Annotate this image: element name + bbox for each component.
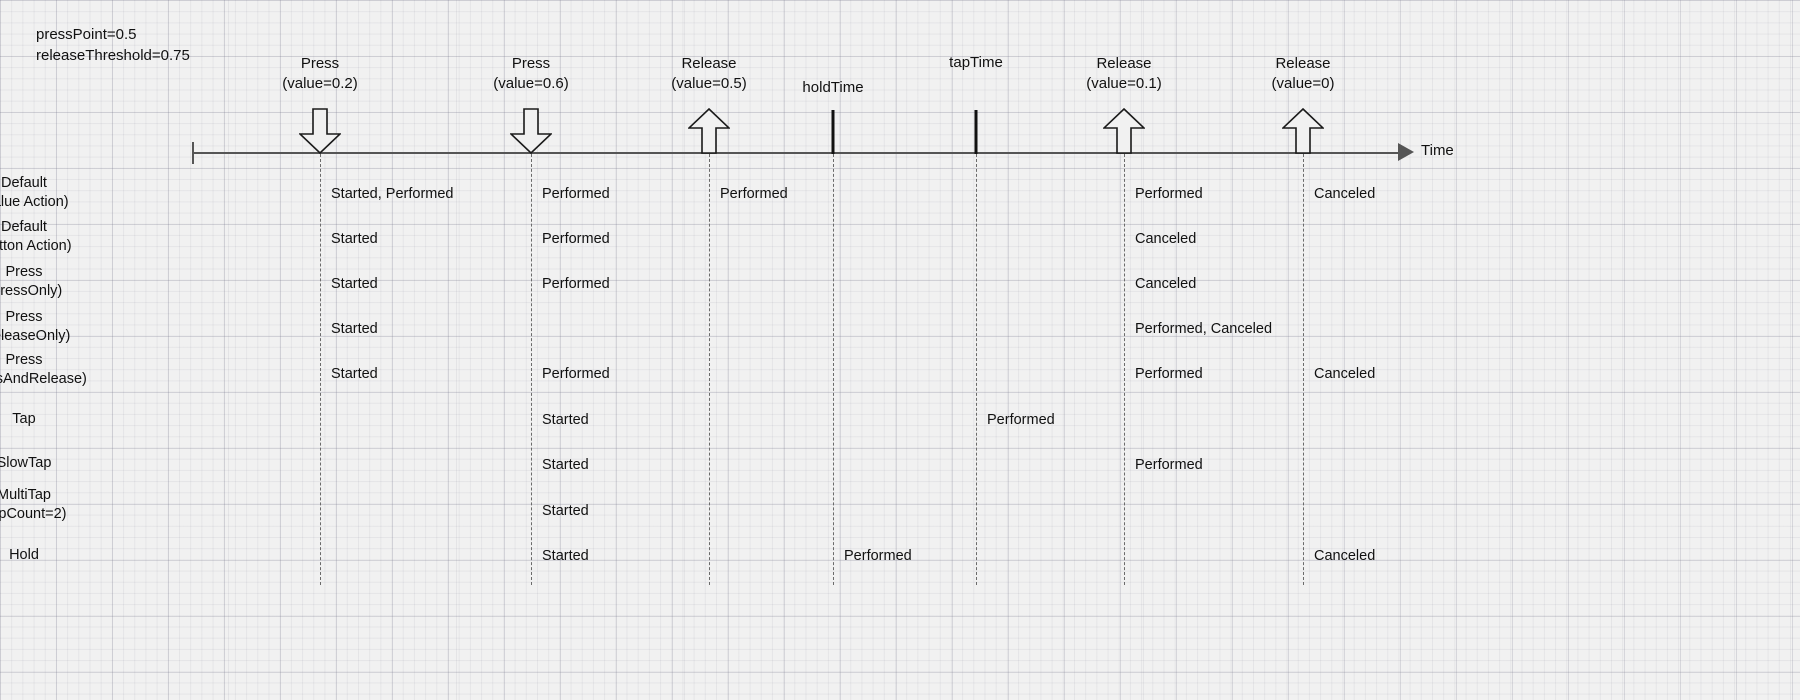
- event-marker-label: holdTime: [802, 79, 864, 96]
- cell-press-pressandrelease-release-0: Canceled: [1314, 366, 1376, 382]
- row-label-default-button-action: Default (Button Action): [0, 219, 72, 254]
- cell-slowtap-press-06: Started: [542, 457, 589, 473]
- cell-press-releaseonly-release-01: Performed, Canceled: [1135, 321, 1273, 337]
- cell-press-pressonly-press-06: Performed: [542, 276, 610, 292]
- column-guide-taptime: [976, 154, 977, 585]
- cell-press-pressandrelease-press-06: Performed: [542, 366, 610, 382]
- paper-band: [1143, 0, 1144, 700]
- cell-default-button-action-press-02: Started: [331, 231, 378, 247]
- column-guide-press-02: [320, 154, 321, 585]
- cell-multitap-press-06: Started: [542, 503, 589, 519]
- cell-press-releaseonly-press-02: Started: [331, 321, 378, 337]
- event-tick-mark: [974, 110, 978, 154]
- event-tick-mark: [831, 110, 835, 154]
- event-marker-label: Release (value=0.5): [671, 55, 747, 92]
- column-guide-press-06: [531, 154, 532, 585]
- cell-hold-release-0: Canceled: [1314, 548, 1376, 564]
- cell-default-button-action-press-06: Performed: [542, 231, 610, 247]
- cell-tap-press-06: Started: [542, 412, 589, 428]
- cell-press-pressandrelease-release-01: Performed: [1135, 366, 1203, 382]
- column-guide-release-01: [1124, 154, 1125, 585]
- event-marker-label: tapTime: [949, 54, 1003, 71]
- cell-default-value-action-release-01: Performed: [1135, 186, 1203, 202]
- cell-press-pressonly-release-01: Canceled: [1135, 276, 1197, 292]
- event-marker-label: Release (value=0.1): [1086, 55, 1162, 92]
- cell-press-pressandrelease-press-02: Started: [331, 366, 378, 382]
- column-guide-release-05: [709, 154, 710, 585]
- cell-hold-press-06: Started: [542, 548, 589, 564]
- cell-slowtap-release-01: Performed: [1135, 457, 1203, 473]
- event-marker-label: Press (value=0.2): [282, 55, 358, 92]
- arrow-up-icon: [688, 108, 730, 154]
- arrow-down-icon: [299, 108, 341, 154]
- event-marker-label: Press (value=0.6): [493, 55, 569, 92]
- arrow-down-icon: [510, 108, 552, 154]
- parameters-note: pressPoint=0.5 releaseThreshold=0.75: [36, 26, 190, 64]
- cell-default-value-action-press-02: Started, Performed: [331, 186, 454, 202]
- cell-default-value-action-release-05: Performed: [720, 186, 788, 202]
- row-label-tap: Tap: [12, 411, 36, 427]
- time-axis-line: [192, 152, 1404, 154]
- row-label-default-value-action: Default (Value Action): [0, 175, 69, 210]
- cell-hold-holdtime: Performed: [844, 548, 912, 564]
- axis-label: Time: [1421, 142, 1454, 159]
- paper-band: [228, 0, 229, 700]
- cell-default-value-action-press-06: Performed: [542, 186, 610, 202]
- cell-press-pressonly-press-02: Started: [331, 276, 378, 292]
- row-label-press-pressonly: Press (PressOnly): [0, 264, 63, 299]
- cell-tap-taptime: Performed: [987, 412, 1055, 428]
- row-label-press-releaseonly: Press (ReleaseOnly): [0, 309, 71, 344]
- cell-default-value-action-release-0: Canceled: [1314, 186, 1376, 202]
- row-label-slowtap: SlowTap: [0, 455, 52, 471]
- column-guide-holdtime: [833, 154, 834, 585]
- column-guide-release-0: [1303, 154, 1304, 585]
- row-label-multitap: MultiTap (tapCount=2): [0, 487, 67, 522]
- paper-band: [456, 0, 457, 700]
- arrow-up-icon: [1103, 108, 1145, 154]
- arrow-up-icon: [1282, 108, 1324, 154]
- paper-band: [684, 0, 685, 700]
- cell-default-button-action-release-01: Canceled: [1135, 231, 1197, 247]
- event-marker-label: Release (value=0): [1271, 55, 1335, 92]
- row-label-hold: Hold: [9, 547, 39, 563]
- axis-arrowhead-icon: [1398, 143, 1414, 161]
